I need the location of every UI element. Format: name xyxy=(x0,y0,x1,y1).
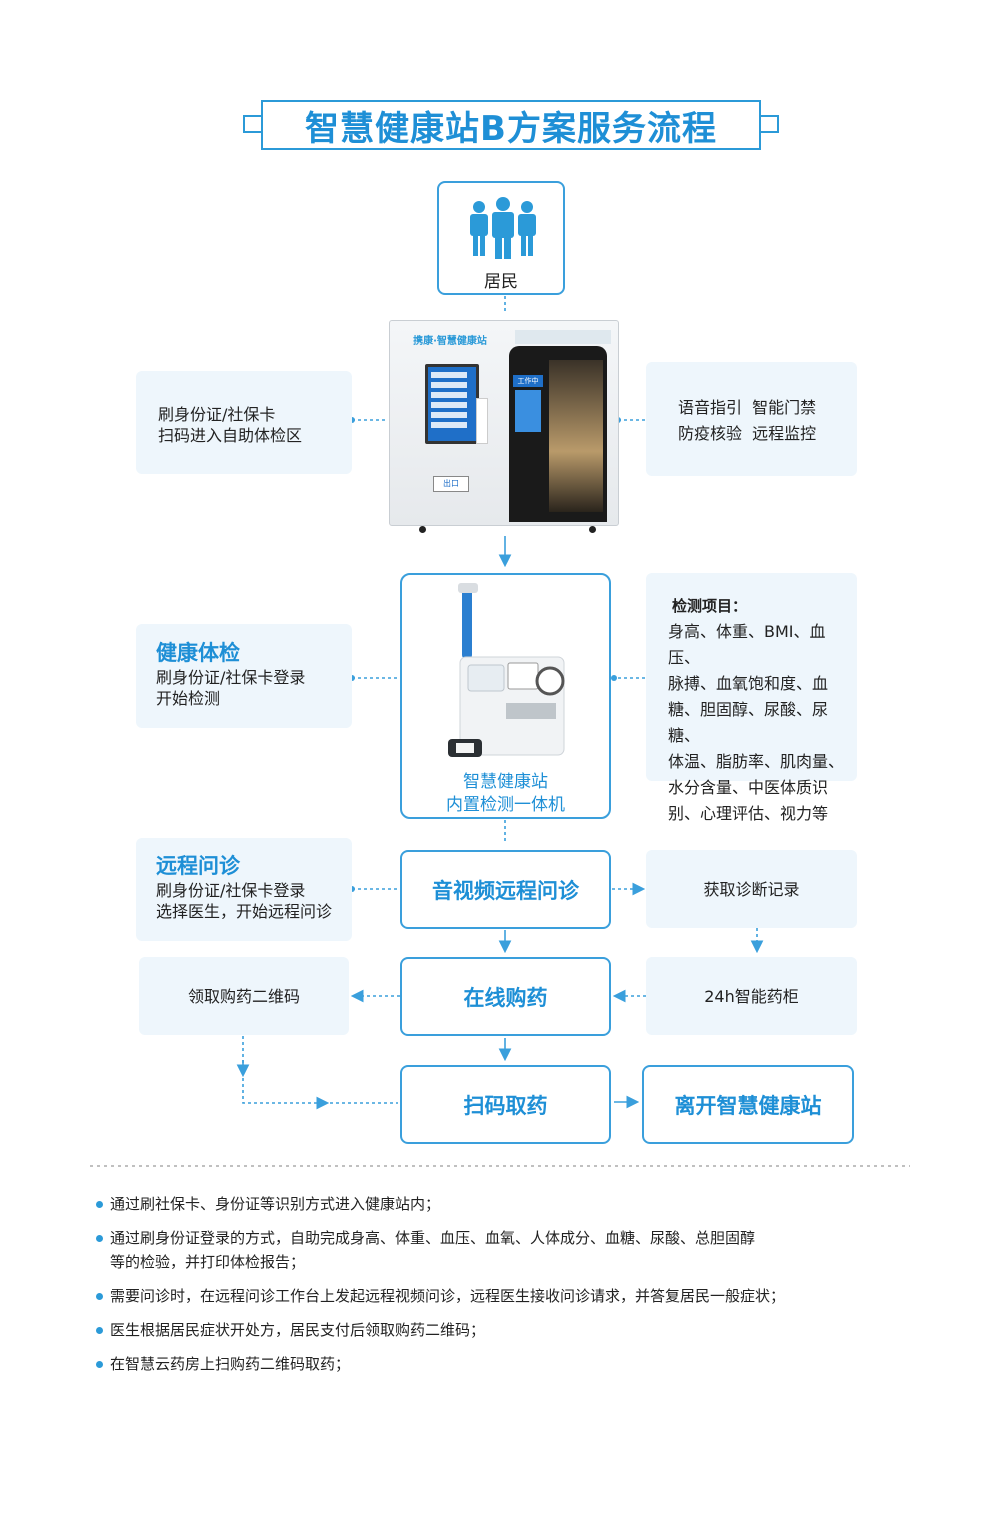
online-purchase-step: 在线购药 xyxy=(400,957,611,1036)
diagnosis-record-box: 获取诊断记录 xyxy=(646,850,857,928)
items-line: 糖、胆固醇、尿酸、尿糖、 xyxy=(668,700,829,745)
items-head: 检测项目： xyxy=(672,597,748,615)
page-title: 智慧健康站B方案服务流程 xyxy=(261,100,761,150)
record-text: 获取诊断记录 xyxy=(703,879,800,899)
cabinet-text: 24h智能药柜 xyxy=(704,986,799,1006)
checkup-box: 健康体检 刷身份证/社保卡登录 开始检测 xyxy=(136,624,352,728)
items-line: 别、心理评估、视力等 xyxy=(668,804,829,823)
features-line1: 语音指引 智能门禁 xyxy=(678,398,817,417)
note-item: 在智慧云药房上扫购药二维码取药； xyxy=(96,1352,916,1376)
remote-line2: 选择医生，开始远程问诊 xyxy=(156,902,333,921)
kiosk-exit-label: 出口 xyxy=(433,476,469,492)
leave-station-step: 离开智慧健康站 xyxy=(642,1065,854,1144)
remote-consult-box: 远程问诊 刷身份证/社保卡登录 选择医生，开始远程问诊 xyxy=(136,838,352,941)
items-line: 水分含量、中医体质识 xyxy=(668,778,829,797)
machine-label2: 内置检测一体机 xyxy=(446,795,565,815)
title-bracket-right xyxy=(761,115,779,133)
smart-cabinet-box: 24h智能药柜 xyxy=(646,957,857,1035)
video-consult-step: 音视频远程问诊 xyxy=(400,850,611,929)
kiosk-brand: 携康·智慧健康站 xyxy=(413,336,487,347)
kiosk-status: 工作中 xyxy=(513,375,543,387)
qrcode-text: 领取购药二维码 xyxy=(187,986,300,1006)
features-line2: 防疫核验 远程监控 xyxy=(678,424,817,443)
items-line: 脉搏、血氧饱和度、血 xyxy=(668,674,829,693)
checkup-head: 健康体检 xyxy=(156,641,240,665)
qrcode-box: 领取购药二维码 xyxy=(139,957,349,1035)
resident-label: 居民 xyxy=(484,272,518,292)
swipe-card-box: 刷身份证/社保卡 扫码进入自助体检区 xyxy=(136,371,352,474)
items-line: 体温、脂肪率、肌肉量、 xyxy=(668,752,845,771)
notes-list: 通过刷社保卡、身份证等识别方式进入健康站内； 通过刷身份证登录的方式，自助完成身… xyxy=(96,1192,916,1386)
remote-head: 远程问诊 xyxy=(156,854,240,878)
checkup-line1: 刷身份证/社保卡登录 xyxy=(156,668,306,687)
swipe-line2: 扫码进入自助体检区 xyxy=(158,426,303,445)
swipe-line1: 刷身份证/社保卡 xyxy=(158,405,276,424)
machine-label1: 智慧健康站 xyxy=(463,772,548,792)
health-kiosk-image: 携康·智慧健康站 出口 工作中 xyxy=(389,320,619,533)
checkup-machine-image xyxy=(448,583,565,757)
note-item: 通过刷身份证登录的方式，自助完成身高、体重、血压、血氧、人体成分、血糖、尿酸、总… xyxy=(96,1226,916,1274)
people-icon xyxy=(470,197,536,259)
note-item: 医生根据居民症状开处方，居民支付后领取购药二维码； xyxy=(96,1318,916,1342)
note-item: 需要问诊时，在远程问诊工作台上发起远程视频问诊，远程医生接收问诊请求，并答复居民… xyxy=(96,1284,916,1308)
items-line: 身高、体重、BMI、血压、 xyxy=(668,622,826,667)
test-items-box: 检测项目： 身高、体重、BMI、血压、 脉搏、血氧饱和度、血 糖、胆固醇、尿酸、… xyxy=(646,573,857,823)
title-bracket-left xyxy=(243,115,261,133)
detection-machine-box: 智慧健康站 内置检测一体机 xyxy=(400,573,611,819)
features-box: 语音指引 智能门禁 防疫核验 远程监控 xyxy=(646,362,857,476)
scan-pickup-step: 扫码取药 xyxy=(400,1065,611,1144)
checkup-line2: 开始检测 xyxy=(156,689,221,708)
resident-box: 居民 xyxy=(437,181,565,295)
note-item: 通过刷社保卡、身份证等识别方式进入健康站内； xyxy=(96,1192,916,1216)
remote-line1: 刷身份证/社保卡登录 xyxy=(156,881,306,900)
